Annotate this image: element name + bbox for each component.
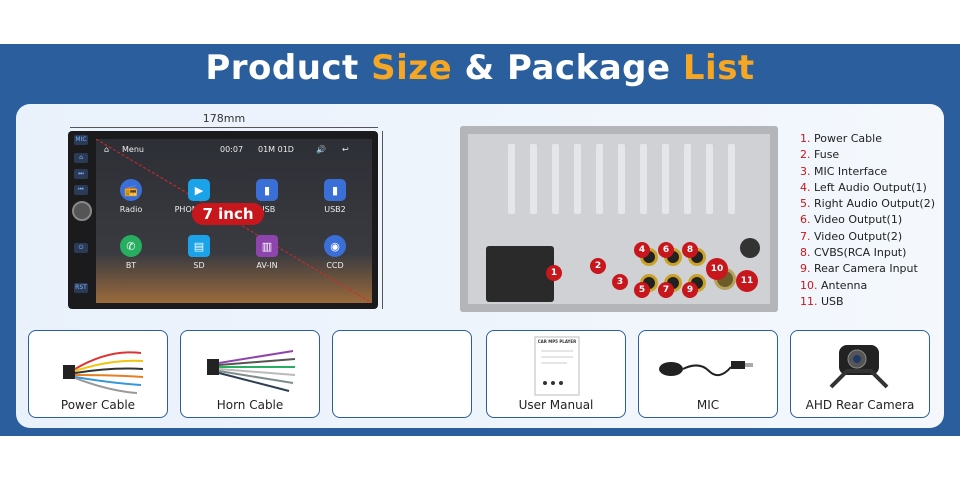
list-item: 6. Video Output(1) xyxy=(800,213,903,227)
list-item: 2. Fuse xyxy=(800,148,840,162)
app-radio[interactable]: 📻 Radio xyxy=(106,179,156,214)
app-usb[interactable]: ▮ USB xyxy=(242,179,292,214)
home-button[interactable]: ⌂ xyxy=(74,153,88,163)
list-item: 11. USB xyxy=(800,294,844,308)
package-caption: AHD Rear Camera xyxy=(805,398,915,412)
rear-camera-icon xyxy=(829,345,889,389)
list-item: 1. Power Cable xyxy=(800,132,882,145)
volume-knob-icon[interactable] xyxy=(72,201,92,221)
heatsink-fin xyxy=(618,144,625,214)
user-manual-icon xyxy=(534,336,580,396)
home-icon[interactable]: ⌂ xyxy=(104,145,110,154)
screen-size-badge: 7 inch xyxy=(192,203,264,225)
manual-title: CAR MP5 PLAYER xyxy=(537,339,577,344)
heatsink-fin xyxy=(508,144,515,214)
mount-hole xyxy=(740,238,760,258)
callout-9: 9 xyxy=(682,282,698,298)
heatsink-fin xyxy=(728,144,735,214)
microphone-icon xyxy=(659,361,753,377)
callout-7: 7 xyxy=(658,282,674,298)
heatsink-fin xyxy=(574,144,581,214)
callout-4: 4 xyxy=(634,242,650,258)
heatsink-fin xyxy=(684,144,691,214)
package-caption: Horn Cable xyxy=(216,398,284,412)
list-item: 10. Antenna xyxy=(800,278,868,292)
callout-11: 11 xyxy=(736,270,758,292)
mic-label: MIC xyxy=(74,135,88,145)
menu-label[interactable]: Menu xyxy=(122,145,144,154)
callout-5: 5 xyxy=(634,282,650,298)
power-button[interactable]: ⏻ xyxy=(74,243,88,253)
width-dimension-line xyxy=(70,127,378,128)
app-usb2[interactable]: ▮ USB2 xyxy=(310,179,360,214)
radio-icon: 📻 xyxy=(120,179,142,201)
iso-power-connector xyxy=(486,246,554,302)
list-item: 8. CVBS(RCA Input) xyxy=(800,246,907,260)
camera-icon: ◉ xyxy=(324,235,346,257)
callout-6: 6 xyxy=(658,242,674,258)
reset-label: RST xyxy=(74,283,88,293)
callout-8: 8 xyxy=(682,242,698,258)
package-caption: MIC xyxy=(696,398,720,412)
next-button[interactable]: ⏭ xyxy=(74,169,88,179)
usb-icon: ▮ xyxy=(256,179,278,201)
heatsink-fin xyxy=(662,144,669,214)
page-title: Product Size & Package List xyxy=(205,48,755,88)
package-card-horn-cable: Horn Cable xyxy=(180,330,320,418)
list-item: 9. Rear Camera Input xyxy=(800,262,918,276)
volume-icon[interactable]: 🔊 xyxy=(316,145,326,154)
heatsink-fin xyxy=(596,144,603,214)
side-control-strip: MIC ⌂ ⏭ ⏮ ⏻ RST xyxy=(68,131,96,309)
prev-button[interactable]: ⏮ xyxy=(74,185,88,195)
width-dimension-label: 178mm xyxy=(202,112,246,125)
back-icon[interactable]: ↩ xyxy=(342,145,349,154)
list-item: 3. MIC Interface xyxy=(800,164,888,178)
package-card-user-manual: CAR MP5 PLAYER User Manual xyxy=(486,330,626,418)
package-card-blank xyxy=(332,330,472,418)
callout-2: 2 xyxy=(590,258,606,274)
clock-label: 00:07 xyxy=(220,145,244,154)
date-label: 01M 01D xyxy=(258,145,294,154)
app-av-in[interactable]: ▥ AV-IN xyxy=(242,235,292,270)
list-item: 4. Left Audio Output(1) xyxy=(800,180,927,194)
list-item: 5. Right Audio Output(2) xyxy=(800,197,936,211)
connector-list: 1. Power Cable 2. Fuse 3. MIC Interface … xyxy=(800,131,935,310)
phone-link-icon: ▶ xyxy=(188,179,210,201)
app-bt[interactable]: ✆ BT xyxy=(106,235,156,270)
bluetooth-phone-icon: ✆ xyxy=(120,235,142,257)
list-item: 7. Video Output(2) xyxy=(800,229,903,243)
power-cable-icon xyxy=(63,351,144,394)
package-card-mic: MIC xyxy=(638,330,778,418)
package-card-power-cable: Power Cable xyxy=(28,330,168,418)
package-card-rear-camera: AHD Rear Camera xyxy=(790,330,930,418)
heatsink-fin xyxy=(530,144,537,214)
app-sd[interactable]: ▤ SD xyxy=(174,235,224,270)
height-dimension-line xyxy=(382,131,383,309)
callout-3: 3 xyxy=(612,274,628,290)
heatsink-fin xyxy=(552,144,559,214)
package-caption: Power Cable xyxy=(60,398,136,412)
usb2-icon: ▮ xyxy=(324,179,346,201)
sd-card-icon: ▤ xyxy=(188,235,210,257)
heatsink-fin xyxy=(640,144,647,214)
callout-10: 10 xyxy=(706,258,728,280)
package-caption: User Manual xyxy=(518,398,594,412)
horn-cable-icon xyxy=(207,350,296,392)
app-ccd[interactable]: ◉ CCD xyxy=(310,235,360,270)
av-in-icon: ▥ xyxy=(256,235,278,257)
heatsink-fin xyxy=(706,144,713,214)
callout-1: 1 xyxy=(546,265,562,281)
